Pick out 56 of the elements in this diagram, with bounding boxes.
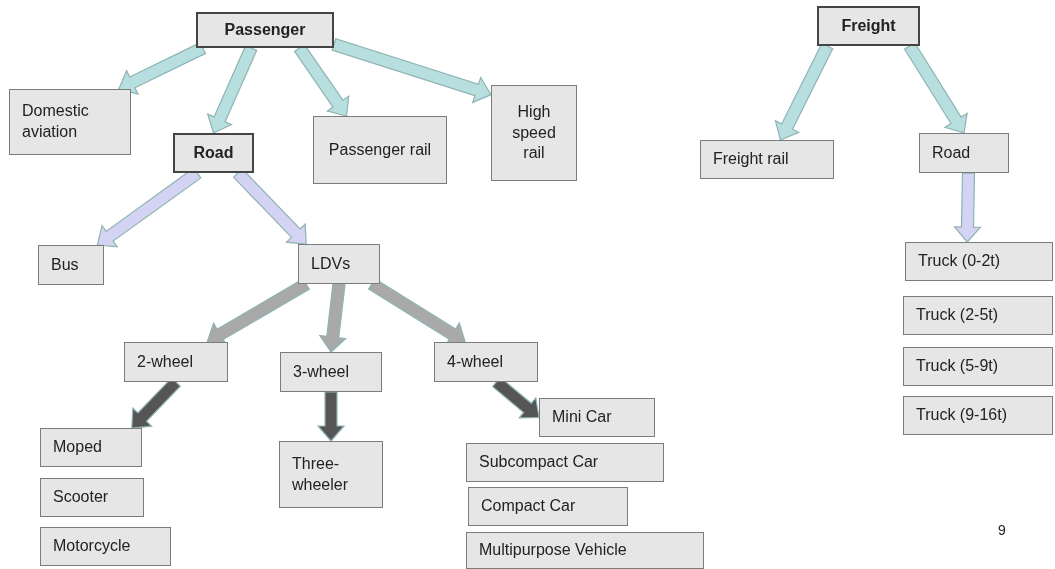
category-label: Truck (5-9t) <box>916 356 999 377</box>
category-box <box>434 342 538 382</box>
category-label: Subcompact Car <box>479 452 599 473</box>
category-label: Road <box>932 142 971 163</box>
category-label: Passenger rail <box>328 139 432 160</box>
category-box <box>298 244 380 284</box>
category-box <box>38 245 104 285</box>
category-box <box>466 532 704 569</box>
block-arrow <box>318 282 348 353</box>
category-box <box>903 347 1053 386</box>
block-arrow <box>316 391 346 442</box>
category-label: High speed rail <box>511 101 557 164</box>
category-label: Moped <box>53 437 102 458</box>
category-label: Truck (0-2t) <box>918 251 1001 272</box>
category-box <box>905 242 1053 281</box>
category-label: Motorcycle <box>53 536 131 557</box>
category-label: Multipurpose Vehicle <box>479 540 627 561</box>
category-label: Truck (2-5t) <box>916 305 999 326</box>
category-box <box>279 441 383 508</box>
category-label: Bus <box>51 254 79 275</box>
category-box <box>700 140 834 179</box>
category-box <box>280 352 382 392</box>
category-box <box>196 12 334 48</box>
category-box <box>40 527 171 566</box>
category-box <box>903 396 1053 435</box>
category-box <box>539 398 655 437</box>
category-label: Freight rail <box>713 149 789 170</box>
block-arrow <box>117 41 207 95</box>
block-arrow <box>953 172 982 243</box>
category-label: Scooter <box>53 487 109 508</box>
category-label: Domestic aviation <box>22 101 90 142</box>
category-label: 4-wheel <box>447 351 504 372</box>
category-label: Road <box>193 142 234 163</box>
category-label: Three-wheeler <box>292 453 350 495</box>
category-box <box>313 116 447 184</box>
category-label: Freight <box>841 15 896 36</box>
page-number: 9 <box>998 522 1006 538</box>
category-label: Passenger <box>224 19 306 40</box>
category-box <box>40 478 144 517</box>
category-box <box>124 342 228 382</box>
category-label: LDVs <box>311 253 351 274</box>
category-box <box>40 428 142 467</box>
category-box <box>466 443 664 482</box>
block-arrow <box>331 37 492 104</box>
category-box <box>903 296 1053 335</box>
category-box <box>919 133 1009 173</box>
category-box <box>173 133 254 173</box>
category-label: 2-wheel <box>137 351 194 372</box>
category-box <box>817 6 920 46</box>
category-label: Mini Car <box>552 407 612 428</box>
category-box <box>491 85 577 181</box>
category-box <box>9 89 131 155</box>
category-label: Truck (9-16t) <box>916 405 1007 426</box>
category-label: Compact Car <box>481 496 576 517</box>
category-box <box>468 487 628 526</box>
category-label: 3-wheel <box>293 361 350 382</box>
